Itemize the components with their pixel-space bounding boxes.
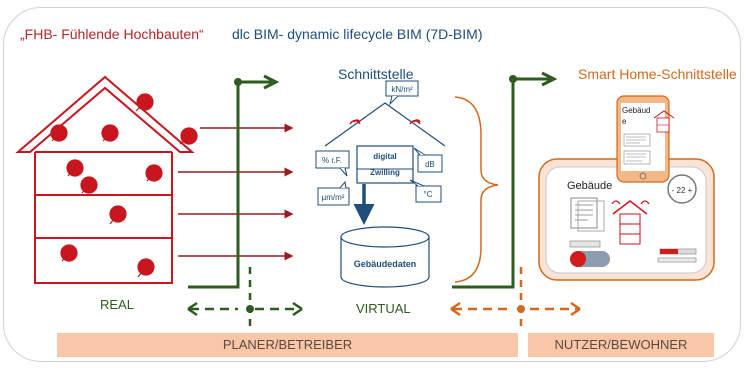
grouping-brace: [454, 96, 499, 283]
thermostat-dial[interactable]: - 22 +: [667, 174, 697, 204]
sensor-marker: [145, 164, 163, 182]
real-label: REAL: [100, 297, 134, 312]
unit-strain: µm/m²: [322, 193, 345, 202]
callout-humidity: % r.F.: [315, 150, 350, 177]
slider-control[interactable]: [657, 248, 697, 263]
tablet-title: Gebäude: [567, 180, 612, 192]
sensor-marker: [101, 124, 119, 142]
sensor-markers: [50, 93, 198, 278]
unit-humidity: % r.F.: [322, 156, 342, 165]
user-band: [528, 333, 714, 357]
data-flow-arrows: [178, 123, 294, 261]
unit-sound: dB: [425, 160, 435, 169]
sensor-marker: [179, 127, 198, 145]
sensor-marker: [109, 205, 127, 225]
user-process-line: [450, 267, 581, 332]
outer-frame: [3, 7, 741, 362]
planner-band: [57, 333, 518, 357]
unit-load: kN/m²: [391, 85, 413, 94]
callout-temperature: °C: [409, 179, 442, 203]
twin-label-line1: digital: [373, 152, 397, 161]
thermostat-readout: - 22 +: [672, 186, 693, 195]
sensor-marker: [135, 93, 154, 112]
smart-home-label: Smart Home-Schnittstelle: [578, 66, 737, 82]
callout-strain: µm/m²: [317, 180, 350, 206]
phone-title-line2: e: [622, 117, 627, 126]
planner-process-line: [187, 267, 303, 332]
sensor-marker: [80, 176, 98, 194]
phone-title-line1: Gebäud: [622, 106, 650, 115]
database-label: Gebäudedaten: [354, 259, 417, 269]
planner-interface-line: [188, 74, 280, 289]
sensor-marker: [66, 159, 84, 177]
sensor-marker: [50, 124, 68, 142]
database-cylinder: [340, 226, 430, 288]
sensor-marker: [60, 244, 78, 262]
smartphone: [616, 95, 675, 183]
toggle-switch[interactable]: [569, 240, 610, 267]
real-house: [15, 75, 195, 284]
virtual-label: VIRTUAL: [356, 301, 411, 316]
user-band-label: NUTZER/BEWOHNER: [554, 337, 688, 352]
dlc-bim-title: dlc BIM- dynamic lifecycle BIM (7D-BIM): [232, 26, 483, 42]
document-icon: [570, 197, 605, 232]
digital-twin: [324, 102, 446, 225]
sensor-marker: [137, 258, 155, 278]
callout-load: kN/m²: [385, 80, 419, 106]
schnittstelle-label: Schnittstelle: [338, 66, 414, 82]
planner-band-label: PLANER/BETREIBER: [222, 337, 353, 352]
unit-temperature: °C: [424, 190, 433, 199]
user-interface-line: [452, 71, 558, 289]
twin-label-line2: Zwilling: [370, 168, 400, 177]
fhb-title: „FHB- Fühlende Hochbauten“: [20, 26, 204, 42]
callout-sound: dB: [413, 147, 443, 173]
mini-house-icon: [611, 200, 650, 245]
